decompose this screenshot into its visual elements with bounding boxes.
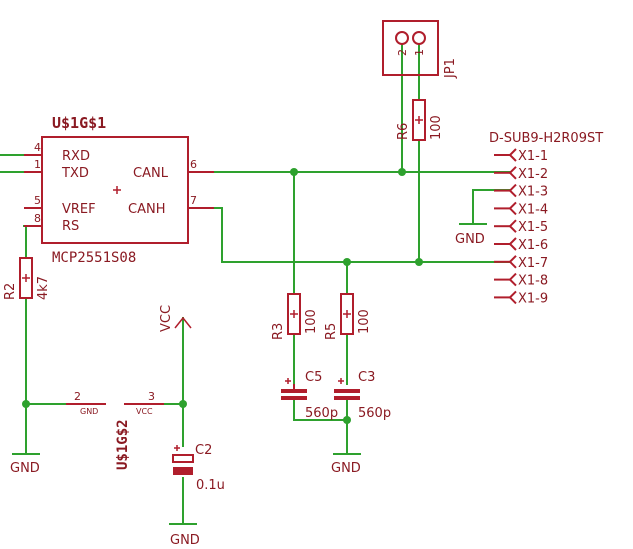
junction-dot [343, 258, 351, 266]
dsub-socket-icon [508, 201, 517, 216]
capacitor-value-label: 560p [305, 406, 338, 421]
pin-number: 6 [190, 158, 197, 171]
junction-dot [290, 168, 298, 176]
junction-dot [415, 258, 423, 266]
dsub-pin-label: X1-8 [518, 274, 548, 289]
gnd-symbol-c2: GND [169, 523, 200, 548]
pin-number: 3 [148, 390, 155, 403]
pin-number: 2 [74, 390, 81, 403]
dsub-pin[interactable]: X1-5 [494, 219, 548, 235]
dsub-pin-label: X1-3 [518, 185, 548, 200]
resistor-name-label: R5 [324, 323, 339, 340]
dsub-pin[interactable]: X1-8 [494, 272, 548, 289]
dsub-pin-list: X1-1X1-2X1-3X1-4X1-5X1-6X1-7X1-8X1-9 [494, 148, 548, 306]
power-unit-name-label: U$1G$2 [115, 419, 131, 470]
capacitor-c2[interactable]: C2 0.1u [172, 443, 225, 493]
dsub-pin-label: X1-9 [518, 291, 548, 306]
capacitor-value-label: 560p [358, 406, 391, 421]
dsub-pin-label: X1-5 [518, 220, 548, 235]
dsub-pin-label: X1-6 [518, 238, 548, 253]
dsub-pin-label: X1-7 [518, 256, 548, 271]
dsub-name-label: D-SUB9-H2R09ST [489, 131, 603, 146]
junction-dot [22, 400, 30, 408]
junction-dot [179, 400, 187, 408]
pin-number: 7 [190, 194, 197, 207]
jumper-pin-number: 2 [396, 49, 409, 56]
gnd-label: GND [10, 461, 40, 476]
pin-number: 1 [34, 158, 41, 171]
dsub-socket-icon [508, 219, 517, 233]
resistor-r6[interactable]: R6 100 [396, 99, 444, 141]
gnd-label: GND [331, 461, 361, 476]
dsub-pin-label: X1-2 [518, 167, 548, 182]
resistor-value-label: 100 [304, 309, 319, 334]
pin-label-canl: CANL [133, 166, 169, 181]
dsub-socket-icon [508, 255, 517, 269]
vcc-arrow-icon [174, 316, 192, 329]
pin-label-rxd: RXD [62, 149, 90, 164]
pin-label-vref: VREF [62, 202, 96, 217]
pin-label-vcc: VCC [136, 407, 153, 416]
vcc-label: VCC [159, 305, 174, 332]
resistor-name-label: R2 [3, 283, 18, 300]
pin-label-rs: RS [62, 219, 79, 234]
resistor-r5[interactable]: R5 100 [324, 293, 372, 340]
ic-name-label: U$1G$1 [52, 114, 106, 132]
dsub-socket-icon [508, 148, 517, 162]
pin-label-txd: TXD [61, 166, 89, 181]
pin-number: 5 [34, 194, 41, 207]
resistor-r2[interactable]: R2 4k7 [3, 257, 51, 300]
junction-dot [343, 416, 351, 424]
resistor-name-label: R3 [271, 323, 286, 340]
gnd-symbol-r2: GND [10, 453, 40, 476]
pin-number: 8 [34, 212, 41, 225]
capacitor-c5[interactable]: C5 560p [281, 370, 338, 421]
dsub-pin[interactable]: X1-6 [494, 237, 548, 253]
capacitor-name-label: C5 [305, 370, 322, 385]
dsub-socket-icon [508, 290, 517, 305]
resistor-r3[interactable]: R3 100 [271, 293, 319, 340]
jumper-pin-number: 1 [413, 49, 426, 56]
ic-mcp2551[interactable]: U$1G$1 MCP2551S08 RXD TXD VREF RS CANL C… [24, 114, 214, 266]
vcc-symbol: VCC [159, 305, 192, 332]
power-unit[interactable]: 2 GND 3 VCC U$1G$2 [66, 390, 164, 470]
dsub-pin[interactable]: X1-1 [494, 148, 548, 164]
pin-label-gnd: GND [80, 407, 98, 416]
dsub-pin-label: X1-1 [518, 149, 548, 164]
junctions [22, 168, 423, 424]
dsub-pin[interactable]: X1-7 [494, 255, 548, 271]
dsub-socket-icon [508, 166, 517, 180]
resistor-value-label: 4k7 [36, 276, 51, 300]
jumper-jp1[interactable]: 2 1 JP1 [382, 20, 458, 79]
jumper-pin-circle [412, 31, 426, 45]
dsub-socket-icon [508, 272, 517, 287]
ic-value-label: MCP2551S08 [52, 250, 136, 266]
jumper-name-label: JP1 [443, 58, 458, 79]
dsub-pin[interactable]: X1-3 [494, 183, 548, 200]
resistor-name-label: R6 [396, 123, 411, 140]
dsub-socket-icon [508, 237, 517, 251]
resistor-value-label: 100 [357, 309, 372, 334]
gnd-label: GND [170, 533, 200, 548]
jumper-pin-circle [395, 31, 409, 45]
pin-number: 4 [34, 141, 41, 154]
dsub-pin[interactable]: X1-9 [494, 290, 548, 306]
pin-label-canh: CANH [128, 202, 165, 217]
dsub-pin-label: X1-4 [518, 202, 548, 217]
capacitor-c3[interactable]: C3 560p [334, 370, 391, 421]
gnd-symbol-c3: GND [331, 453, 361, 476]
gnd-label: GND [455, 232, 485, 247]
resistor-value-label: 100 [429, 115, 444, 140]
capacitor-name-label: C2 [195, 443, 212, 458]
dsub-pin[interactable]: X1-4 [494, 201, 548, 217]
capacitor-value-label: 0.1u [196, 478, 225, 493]
gnd-symbol-dsub: GND [455, 223, 487, 247]
dsub-connector[interactable]: D-SUB9-H2R09ST X1-1X1-2X1-3X1-4X1-5X1-6X… [489, 131, 603, 306]
junction-dot [398, 168, 406, 176]
dsub-pin[interactable]: X1-2 [494, 166, 548, 182]
dsub-socket-icon [508, 183, 517, 198]
capacitor-name-label: C3 [358, 370, 375, 385]
